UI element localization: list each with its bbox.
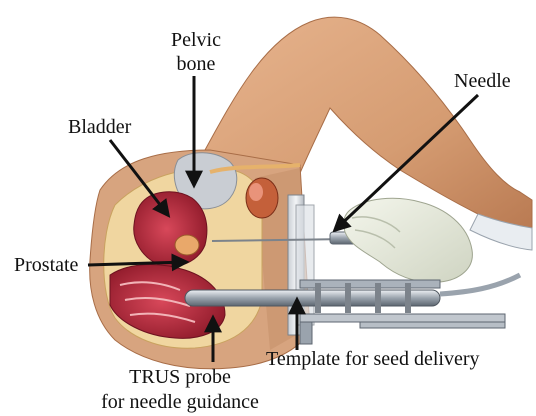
bladder <box>134 192 207 267</box>
label-needle: Needle <box>454 70 511 92</box>
prostate <box>175 235 199 255</box>
label-template: Template for seed delivery <box>266 348 480 370</box>
label-pelvic-bone-line1: Pelvic <box>160 29 232 51</box>
label-bladder: Bladder <box>68 116 131 138</box>
label-pelvic-bone-line2: bone <box>160 53 232 75</box>
gloved-hand <box>344 198 473 282</box>
label-trus-line2: for needle guidance <box>80 391 280 413</box>
label-prostate: Prostate <box>14 254 78 276</box>
label-trus-line1: TRUS probe <box>80 366 280 388</box>
